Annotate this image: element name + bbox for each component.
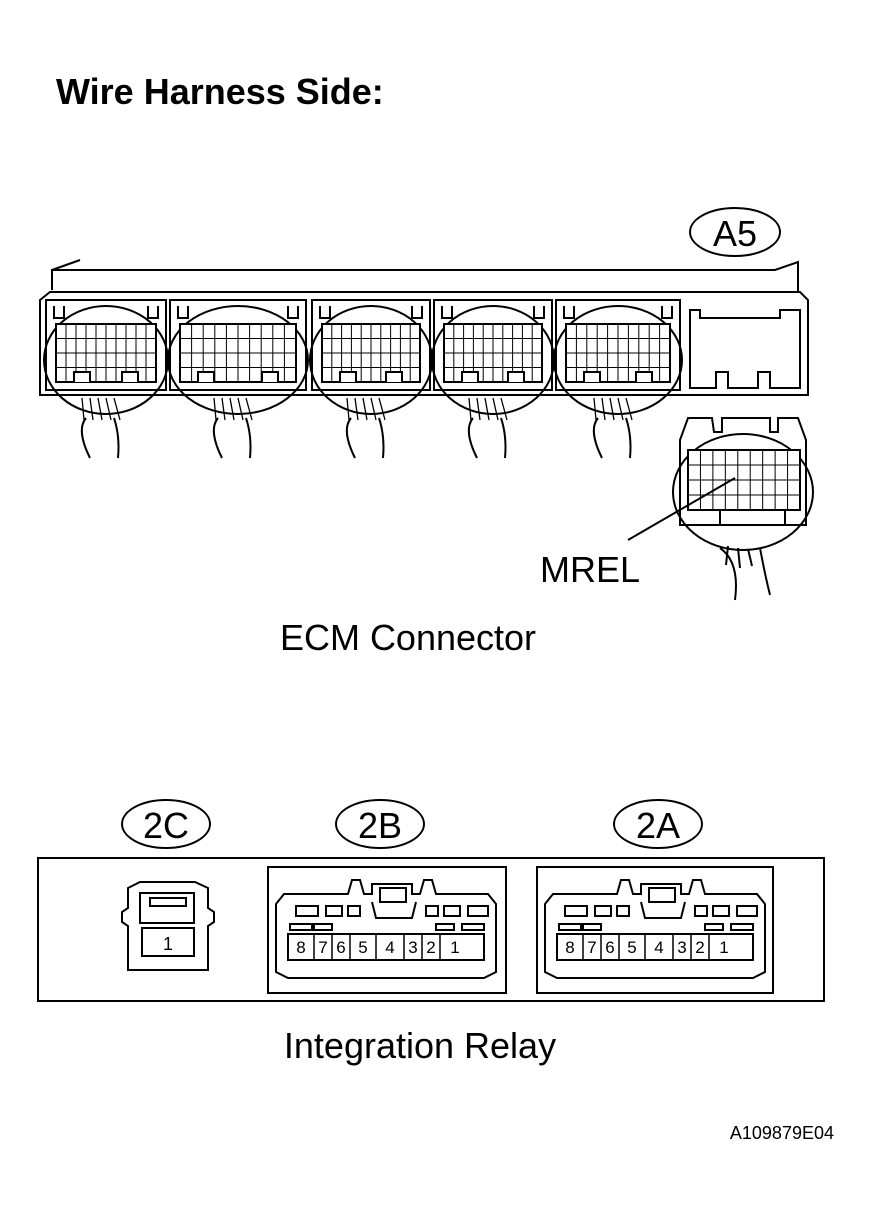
connector-2c: 1 <box>121 881 215 971</box>
ecm-harness-connector <box>553 299 683 459</box>
pin-label: 5 <box>358 938 367 957</box>
pin-label: 1 <box>163 934 173 954</box>
ecm-harness-connector <box>43 299 169 459</box>
mrel-leader-line <box>627 477 736 541</box>
pin-label: 8 <box>296 938 305 957</box>
relay-outline <box>37 857 825 1002</box>
connector-tag-2a: 2A <box>613 799 703 849</box>
ecm-harness-connector <box>309 299 433 459</box>
pin-label: 7 <box>318 938 327 957</box>
integration-relay-caption: Integration Relay <box>284 1025 556 1066</box>
pin-label: 3 <box>677 938 686 957</box>
a5-housing <box>689 309 801 389</box>
pin-label: 2 <box>426 938 435 957</box>
svg-text:2C: 2C <box>143 805 189 846</box>
page-title: Wire Harness Side: <box>56 71 384 112</box>
pin-label: 8 <box>565 938 574 957</box>
connector-tag-2b: 2B <box>335 799 425 849</box>
ecm-connector-caption: ECM Connector <box>280 617 536 658</box>
ecm-connector-diagram: A5 MREL ECM Connector <box>39 207 814 658</box>
pin-label: 6 <box>605 938 614 957</box>
ecm-harness-connector <box>167 299 309 459</box>
pin-label: 4 <box>654 938 663 957</box>
svg-text:2B: 2B <box>358 805 402 846</box>
pin-label: 2 <box>695 938 704 957</box>
pin-label: 7 <box>587 938 596 957</box>
a5-connector-front <box>672 417 814 601</box>
mrel-label: MREL <box>540 549 640 590</box>
ecm-harness-connector <box>431 299 555 459</box>
svg-text:2A: 2A <box>636 805 680 846</box>
pin-label: 1 <box>450 938 459 957</box>
pin-label: 4 <box>385 938 394 957</box>
pin-label: 5 <box>627 938 636 957</box>
svg-text:A5: A5 <box>713 213 757 254</box>
pin-label: 1 <box>719 938 728 957</box>
pin-label: 6 <box>336 938 345 957</box>
connector-tag-2c: 2C <box>121 799 211 849</box>
figure-id: A109879E04 <box>730 1123 834 1143</box>
pin-label: 3 <box>408 938 417 957</box>
connector-tag-a5: A5 <box>689 207 781 257</box>
